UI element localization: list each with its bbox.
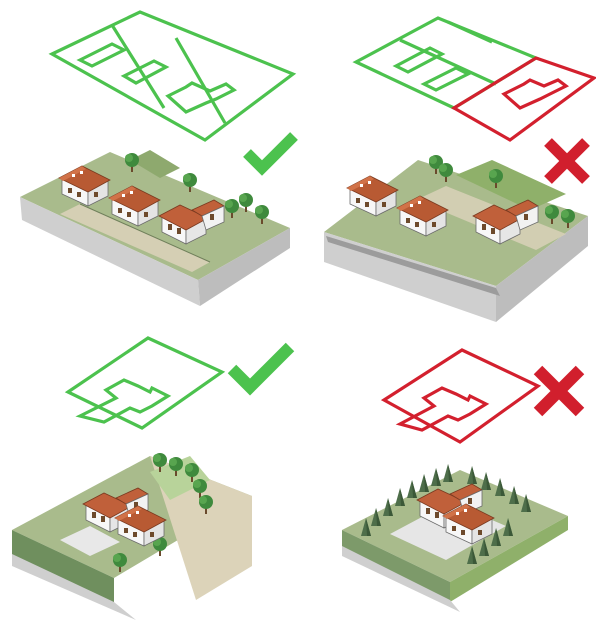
check-icon <box>243 132 298 176</box>
cross-icon <box>544 138 590 184</box>
rejected-lot-outline <box>450 56 596 142</box>
lot-plan-outline <box>48 10 297 142</box>
lot-plan-outline <box>352 16 596 142</box>
panel-row-of-lots-rejected <box>296 0 596 330</box>
building-footprint <box>165 81 238 114</box>
building-footprint <box>75 378 172 424</box>
lot-plan-outline <box>380 348 542 444</box>
building-footprint <box>76 42 128 68</box>
panel-single-lot-approved <box>0 330 300 621</box>
building-footprint <box>395 386 490 432</box>
isometric-site-model <box>342 464 568 612</box>
panel-row-of-lots-approved <box>0 0 300 310</box>
building-footprint <box>420 66 472 92</box>
building-footprint <box>120 59 170 85</box>
panel-single-lot-rejected <box>300 330 596 621</box>
isometric-site-model <box>12 453 252 620</box>
cross-icon <box>533 365 585 417</box>
isometric-site-model <box>324 155 588 322</box>
lot-plan-outline <box>64 336 226 430</box>
isometric-site-model <box>20 150 290 306</box>
building-footprint <box>392 46 446 74</box>
building-footprint <box>501 78 570 110</box>
check-icon <box>227 342 295 396</box>
